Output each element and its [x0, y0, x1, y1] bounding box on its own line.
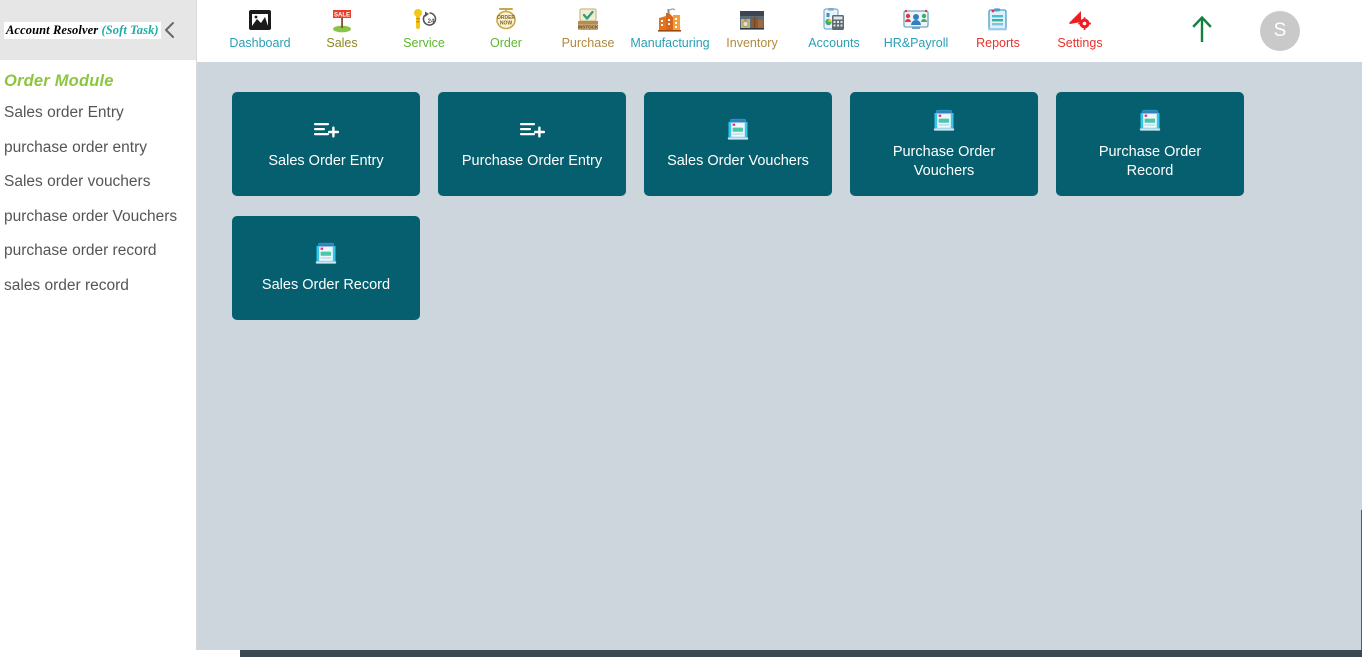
- nav-item-hr-payroll[interactable]: HR&Payroll: [875, 0, 957, 58]
- module-tile-grid: Sales Order Entry Purchase Order Entry: [232, 92, 1292, 320]
- nav-item-inventory[interactable]: Inventory: [711, 0, 793, 58]
- tile-sales-order-record[interactable]: Sales Order Record: [232, 216, 420, 320]
- horizontal-scrollbar-thumb[interactable]: [240, 650, 1362, 657]
- in-stock-box-icon: INSTOCK: [573, 6, 603, 34]
- tile-label: Sales Order Entry: [268, 153, 384, 169]
- nav-label-sales: Sales: [326, 36, 358, 50]
- tile-label: Purchase Order Entry: [461, 153, 603, 169]
- sidebar-item-purchase-order-entry[interactable]: purchase order entry: [4, 138, 148, 156]
- dashboard-icon: [245, 6, 275, 34]
- nav-item-settings[interactable]: Settings: [1039, 0, 1121, 58]
- sidebar-item-purchase-order-record[interactable]: purchase order record: [4, 242, 157, 259]
- svg-text:SALE: SALE: [334, 13, 350, 19]
- sidebar-header: Account Resolver (Soft Task): [0, 0, 196, 60]
- nav-item-sales[interactable]: SALE Sales: [301, 0, 383, 58]
- tile-purchase-order-vouchers[interactable]: Purchase Order Vouchers: [850, 92, 1038, 196]
- arrow-up-icon[interactable]: [1190, 14, 1214, 49]
- tile-label: Purchase Order Vouchers: [892, 143, 996, 179]
- sidebar-bottom-filler: [0, 650, 197, 657]
- nav-label-dashboard: Dashboard: [229, 36, 291, 50]
- avatar[interactable]: S: [1260, 11, 1300, 51]
- tile-label: Sales Order Record: [261, 277, 391, 293]
- sidebar-item-sales-order-entry[interactable]: Sales order Entry: [4, 104, 124, 121]
- factory-icon: [655, 6, 685, 34]
- sidebar-item-sales-order-record[interactable]: sales order record: [4, 276, 129, 294]
- brand-logo: Account Resolver (Soft Task): [4, 21, 161, 39]
- nav-right-actions: S: [1190, 0, 1362, 62]
- warehouse-icon: [737, 6, 767, 34]
- chevron-left-icon[interactable]: [158, 18, 182, 42]
- nav-label-hr-payroll: HR&Payroll: [883, 36, 949, 50]
- nav-item-service[interactable]: 24 Service: [383, 0, 465, 58]
- sidebar-item-purchase-order-vouchers[interactable]: purchase order Vouchers: [4, 207, 178, 225]
- nav-item-order[interactable]: ORDER NOW Order: [465, 0, 547, 58]
- sale-sign-icon: SALE: [327, 6, 357, 34]
- ledger-icon: [727, 117, 749, 143]
- tile-sales-order-vouchers[interactable]: Sales Order Vouchers: [644, 92, 832, 196]
- list-plus-icon: [519, 117, 545, 143]
- tile-purchase-order-entry[interactable]: Purchase Order Entry: [438, 92, 626, 196]
- nav-label-settings: Settings: [1057, 36, 1103, 50]
- ledger-icon: [315, 241, 337, 267]
- nav-label-reports: Reports: [976, 36, 1020, 50]
- tile-label: Purchase Order Record: [1098, 143, 1202, 179]
- calculator-icon: [819, 6, 849, 34]
- nav-label-purchase: Purchase: [561, 36, 615, 50]
- svg-text:ORDER: ORDER: [497, 15, 515, 21]
- sidebar-item-sales-order-vouchers[interactable]: Sales order vouchers: [4, 173, 151, 190]
- svg-text:24: 24: [428, 19, 435, 25]
- svg-text:NOW: NOW: [500, 21, 513, 27]
- list-plus-icon: [313, 117, 339, 143]
- brand-sub-text: (Soft Task): [101, 22, 159, 37]
- nav-item-purchase[interactable]: INSTOCK Purchase: [547, 0, 629, 58]
- tile-purchase-order-record[interactable]: Purchase Order Record: [1056, 92, 1244, 196]
- nav-item-accounts[interactable]: Accounts: [793, 0, 875, 58]
- main-content: Sales Order Entry Purchase Order Entry: [197, 62, 1362, 650]
- order-now-icon: ORDER NOW: [491, 6, 521, 34]
- wrench-24h-icon: 24: [409, 6, 439, 34]
- top-navigation-bar: Dashboard SALE Sales: [197, 0, 1362, 62]
- avatar-initial: S: [1273, 20, 1287, 41]
- nav-item-manufacturing[interactable]: Manufacturing: [629, 0, 711, 58]
- nav-label-order: Order: [490, 36, 522, 50]
- settings-gear-icon: [1065, 6, 1095, 34]
- tile-sales-order-entry[interactable]: Sales Order Entry: [232, 92, 420, 196]
- ledger-icon: [1139, 108, 1161, 134]
- report-icon: [983, 6, 1013, 34]
- ledger-icon: [933, 108, 955, 134]
- nav-label-manufacturing: Manufacturing: [630, 36, 710, 50]
- svg-text:INSTOCK: INSTOCK: [578, 25, 599, 30]
- sidebar-menu: Order Module Sales order Entry purchase …: [0, 60, 196, 295]
- people-screen-icon: [901, 6, 931, 34]
- nav-label-inventory: Inventory: [726, 36, 778, 50]
- nav-label-accounts: Accounts: [808, 36, 860, 50]
- tile-label: Sales Order Vouchers: [667, 153, 809, 169]
- sidebar: Account Resolver (Soft Task) Order Modul…: [0, 0, 197, 657]
- nav-item-reports[interactable]: Reports: [957, 0, 1039, 58]
- module-title: Order Module: [4, 72, 114, 90]
- nav-item-dashboard[interactable]: Dashboard: [219, 0, 301, 58]
- nav-label-service: Service: [403, 36, 445, 50]
- brand-main-text: Account Resolver: [6, 22, 99, 37]
